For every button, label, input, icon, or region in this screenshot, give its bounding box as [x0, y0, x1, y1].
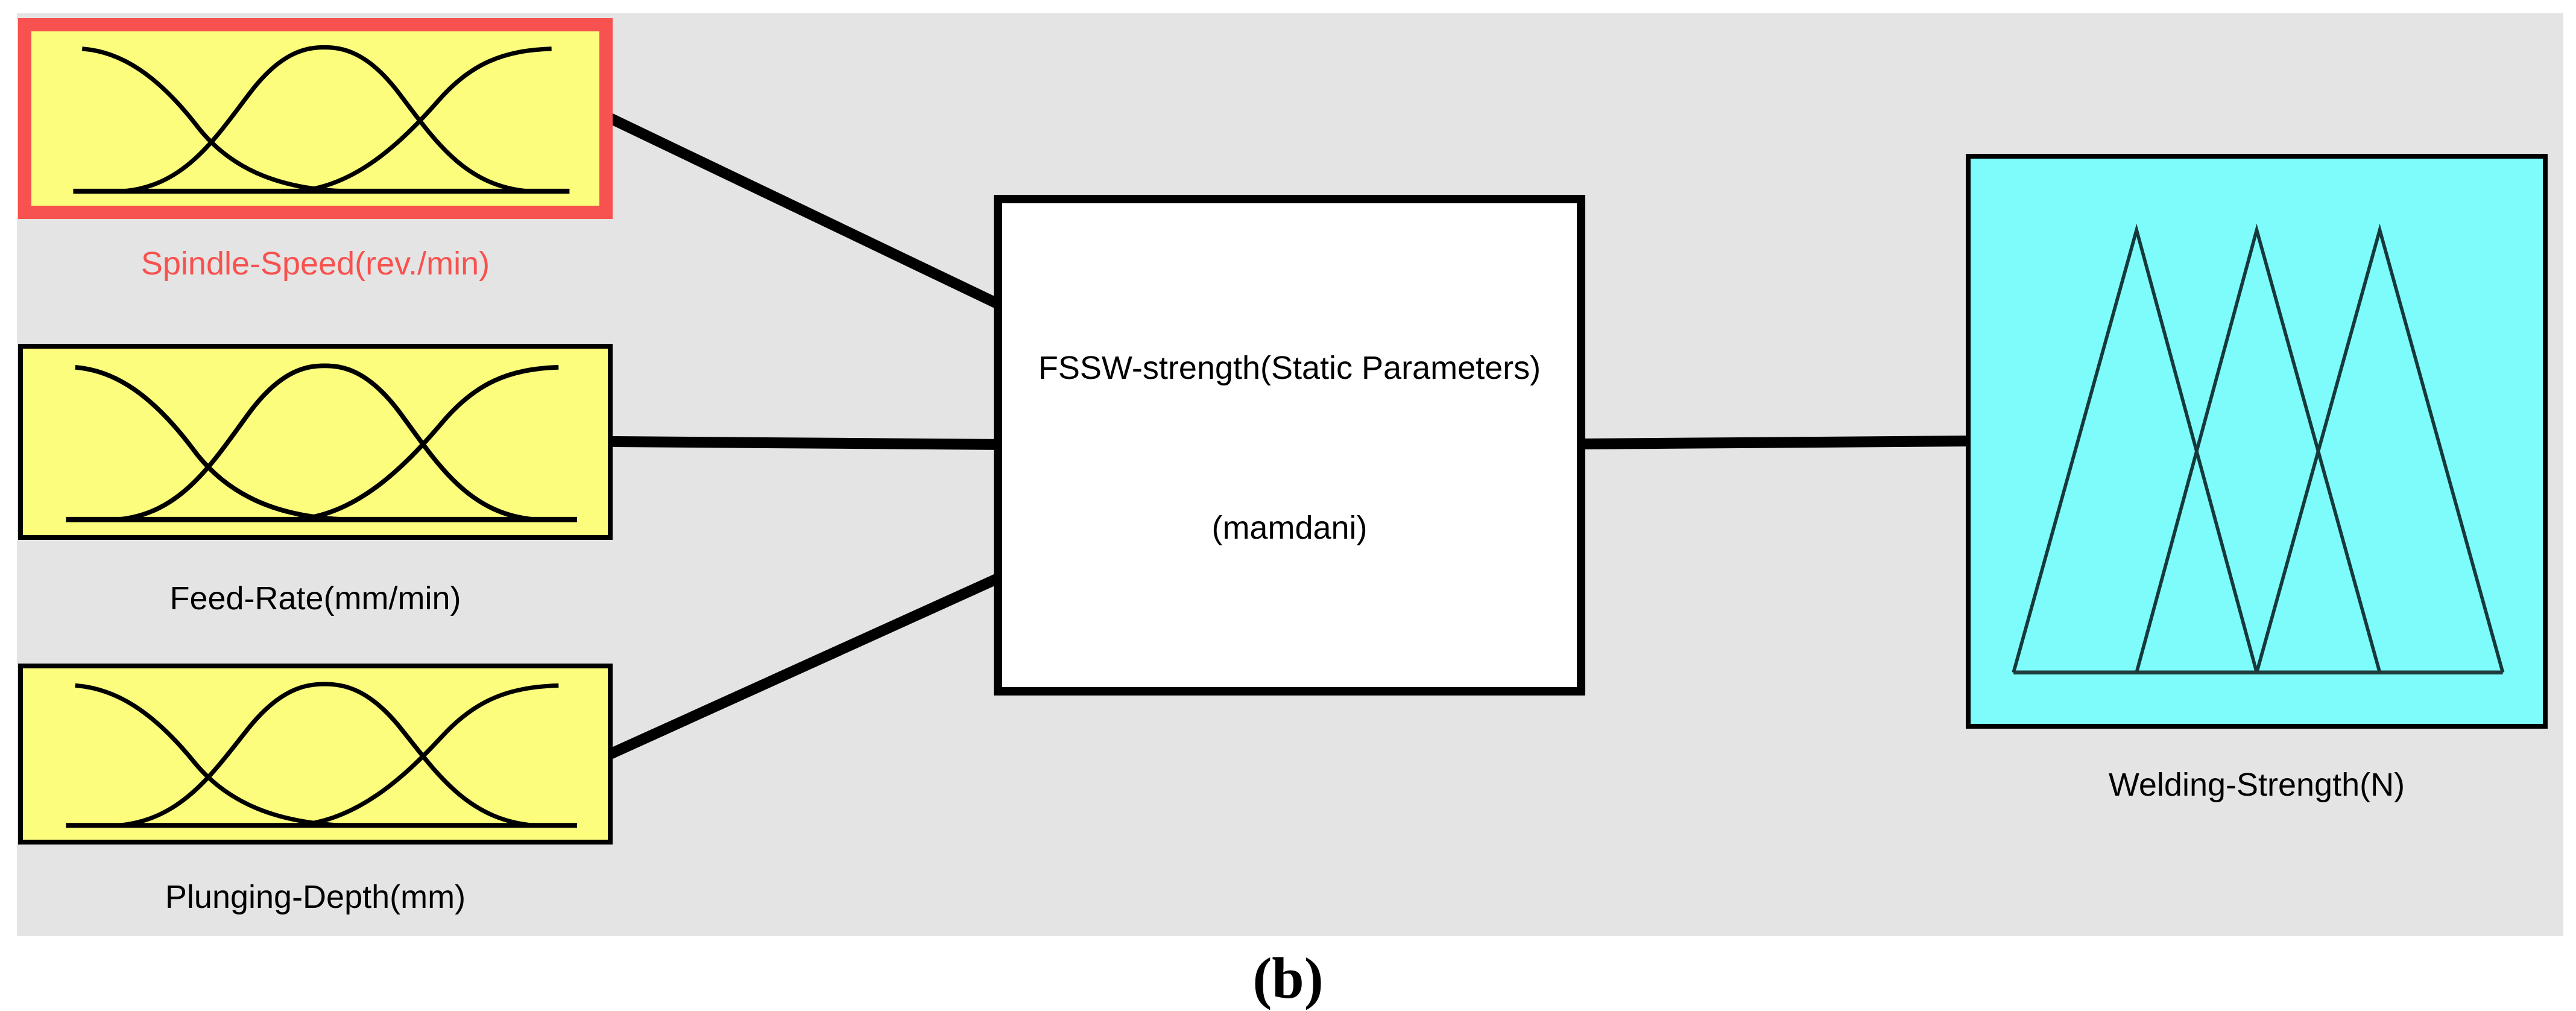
output-node-welding-strength[interactable] — [1966, 154, 2548, 729]
system-title: FSSW-strength(Static Parameters) — [1038, 350, 1541, 386]
input-node-plunging-depth[interactable] — [18, 664, 613, 845]
output-label-welding-strength: Welding-Strength(N) — [2108, 767, 2405, 803]
input-label-plunging-depth: Plunging-Depth(mm) — [165, 879, 466, 915]
system-inference-type: (mamdani) — [1211, 510, 1368, 546]
input-node-feed-rate[interactable] — [18, 344, 613, 540]
input-label-spindle-speed: Spindle-Speed(rev./min) — [140, 246, 490, 282]
gaussian-mf-plot — [66, 363, 577, 522]
input-node-spindle-speed[interactable] — [18, 18, 613, 219]
input-label-feed-rate: Feed-Rate(mm/min) — [169, 580, 461, 616]
triangular-mf-plot — [2012, 223, 2505, 675]
system-node-fssw-strength[interactable]: FSSW-strength(Static Parameters) (mamdan… — [994, 195, 1585, 696]
gaussian-mf-plot — [73, 45, 570, 194]
gaussian-mf-plot — [66, 682, 577, 828]
figure-caption: (b) — [1252, 946, 1324, 1010]
